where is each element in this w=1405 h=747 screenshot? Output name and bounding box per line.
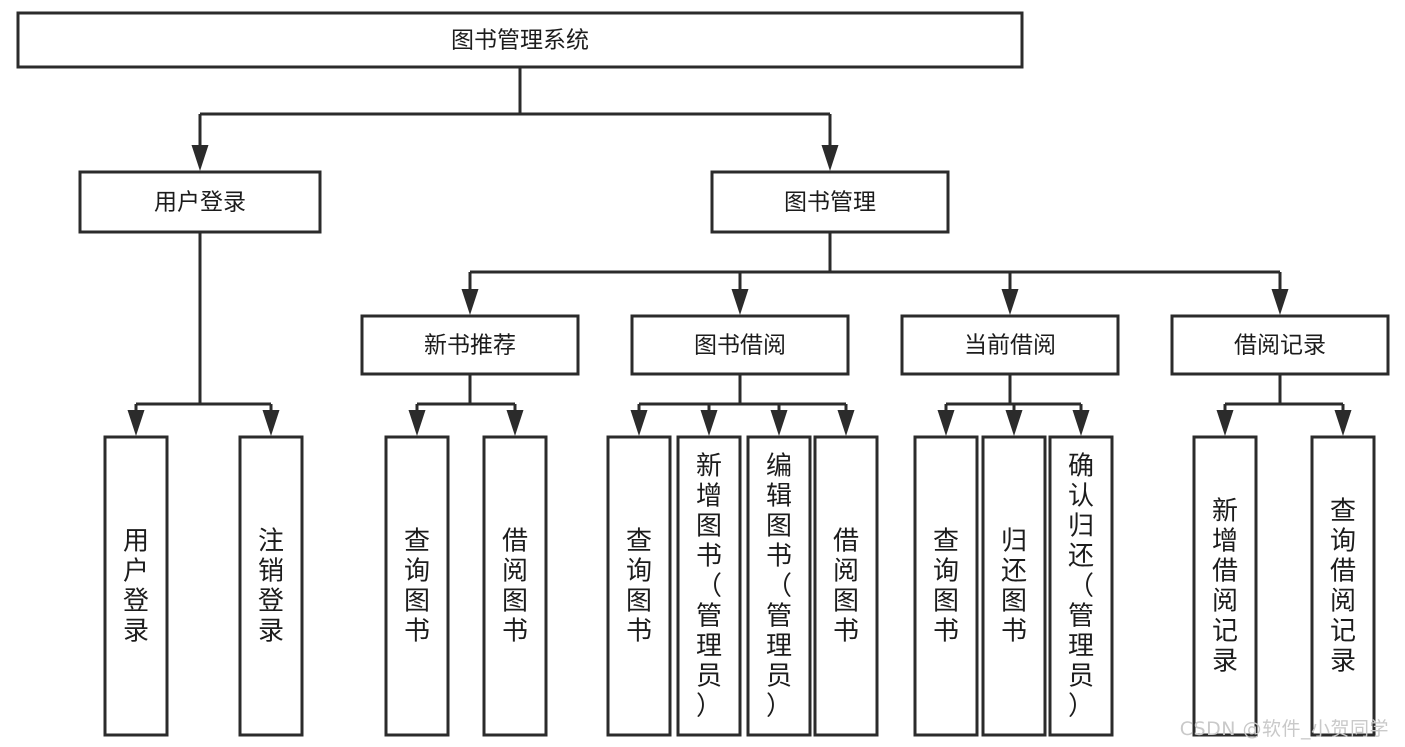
node-leaf-query-book-recommend-label: 查询图书 [404,526,430,646]
node-current-borrow-label: 当前借阅 [964,333,1056,359]
node-leaf-user-login-box[interactable] [103,435,169,737]
node-leaf-borrow-book[interactable]: 借阅图书 [813,435,879,737]
node-leaf-return-book[interactable]: 归还图书 [981,435,1047,737]
node-leaf-add-book-admin-box[interactable] [676,435,742,737]
node-new-book-recommend[interactable]: 新书推荐 [360,314,580,376]
connector-group-current-borrow [937,374,1090,436]
node-book-manage-label: 图书管理 [784,190,876,216]
node-leaf-add-book-admin[interactable]: 新增图书（管理员） [676,435,742,737]
node-root-root-label: 图书管理系统 [451,28,589,54]
node-leaf-return-book-label: 归还图书 [1001,526,1027,646]
node-leaf-query-book-current-label: 查询图书 [933,526,959,646]
node-leaf-query-book-recommend-box[interactable] [384,435,450,737]
node-leaf-borrow-book-label: 借阅图书 [833,526,859,646]
node-layer: 图书管理系统用户登录图书管理新书推荐图书借阅当前借阅借阅记录用户登录注销登录查询… [16,11,1390,737]
node-book-borrow[interactable]: 图书借阅 [630,314,850,376]
node-leaf-query-book-box[interactable] [606,435,672,737]
node-borrow-record[interactable]: 借阅记录 [1170,314,1390,376]
node-leaf-query-book-label: 查询图书 [626,526,652,646]
connector-group-borrow-record [1216,374,1352,436]
node-leaf-query-borrow-record-label: 查询借阅记录 [1330,496,1356,676]
node-book-manage[interactable]: 图书管理 [710,170,950,234]
node-borrow-record-box[interactable] [1170,314,1390,376]
node-leaf-query-book-recommend[interactable]: 查询图书 [384,435,450,737]
node-leaf-add-borrow-record-box[interactable] [1192,435,1258,737]
node-leaf-query-borrow-record[interactable]: 查询借阅记录 [1310,435,1376,737]
node-leaf-borrow-book-recommend-box[interactable] [482,435,548,737]
node-leaf-add-borrow-record-label: 新增借阅记录 [1212,496,1238,676]
node-current-borrow-box[interactable] [900,314,1120,376]
node-leaf-confirm-return-admin-box[interactable] [1048,435,1114,737]
connector-group-book-manage [461,232,1289,315]
node-leaf-borrow-book-box[interactable] [813,435,879,737]
node-leaf-add-book-admin-label: 新增图书（管理员） [696,451,722,721]
node-leaf-return-book-box[interactable] [981,435,1047,737]
node-user-login[interactable]: 用户登录 [78,170,322,234]
node-root-root-box[interactable] [16,11,1024,69]
node-book-borrow-label: 图书借阅 [694,333,786,359]
node-new-book-recommend-label: 新书推荐 [424,333,516,359]
node-leaf-add-borrow-record[interactable]: 新增借阅记录 [1192,435,1258,737]
node-book-manage-box[interactable] [710,170,950,234]
node-user-login-box[interactable] [78,170,322,234]
node-leaf-user-login-label: 用户登录 [123,526,149,646]
node-leaf-query-book[interactable]: 查询图书 [606,435,672,737]
connector-group-root [191,67,839,171]
node-leaf-user-logout[interactable]: 注销登录 [238,435,304,737]
node-root-root[interactable]: 图书管理系统 [16,11,1024,69]
connector-group-book-borrow [630,374,855,436]
node-leaf-edit-book-admin-box[interactable] [746,435,812,737]
node-leaf-query-borrow-record-box[interactable] [1310,435,1376,737]
node-leaf-borrow-book-recommend-label: 借阅图书 [502,526,528,646]
node-leaf-confirm-return-admin-label: 确认归还（管理员） [1068,451,1094,721]
node-leaf-user-logout-label: 注销登录 [258,526,284,646]
csdn-watermark: CSDN @软件_小贺同学 [1179,718,1389,740]
node-leaf-user-login[interactable]: 用户登录 [103,435,169,737]
node-user-login-label: 用户登录 [154,190,246,216]
node-leaf-borrow-book-recommend[interactable]: 借阅图书 [482,435,548,737]
node-new-book-recommend-box[interactable] [360,314,580,376]
connector-group-new-book-recommend [408,374,524,436]
node-book-borrow-box[interactable] [630,314,850,376]
node-leaf-edit-book-admin[interactable]: 编辑图书（管理员） [746,435,812,737]
connector-group-user-login [127,232,280,436]
node-leaf-query-book-current-box[interactable] [913,435,979,737]
node-leaf-query-book-current[interactable]: 查询图书 [913,435,979,737]
node-leaf-confirm-return-admin[interactable]: 确认归还（管理员） [1048,435,1114,737]
node-current-borrow[interactable]: 当前借阅 [900,314,1120,376]
node-borrow-record-label: 借阅记录 [1234,333,1326,359]
node-leaf-edit-book-admin-label: 编辑图书（管理员） [766,451,792,721]
connector-layer [127,67,1352,436]
node-leaf-user-logout-box[interactable] [238,435,304,737]
